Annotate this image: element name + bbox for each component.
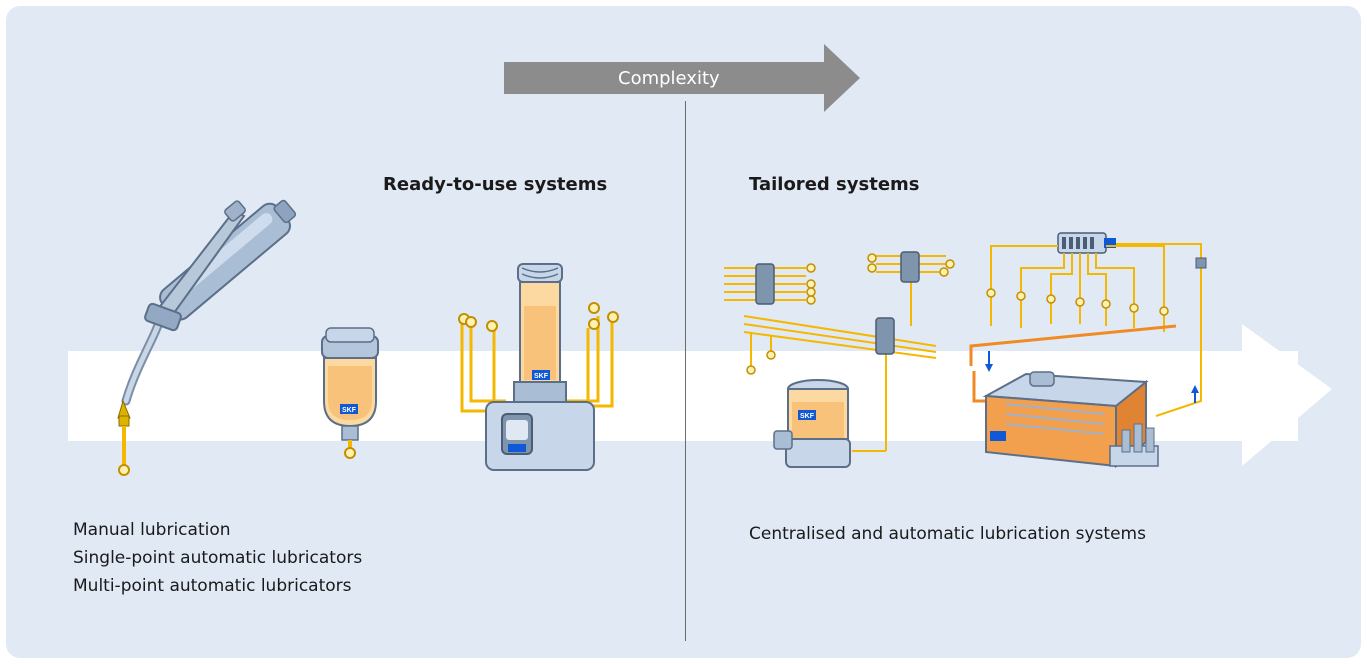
caption-manual-lubrication: Manual lubrication [73,520,231,540]
tailored-heading: Tailored systems [749,174,920,195]
complexity-arrow [504,44,860,112]
multi-point-lubricator-icon: SKF [458,263,619,471]
diagram-panel: Complexity Ready-to-use systems Tailored… [6,6,1361,658]
svg-text:SKF: SKF [534,373,549,380]
flow-arrow-head [1242,324,1332,466]
progressive-distributor-network-icon: SKF [724,251,955,468]
svg-text:SKF: SKF [342,407,357,414]
caption-single-point: Single-point automatic lubricators [73,548,363,568]
complexity-label: Complexity [618,68,720,89]
circulating-oil-system-icon [969,232,1207,469]
section-divider [685,101,686,641]
svg-text:SKF: SKF [800,413,815,420]
caption-centralised: Centralised and automatic lubrication sy… [749,524,1146,544]
ready-to-use-heading: Ready-to-use systems [383,174,608,195]
single-point-lubricator-icon: SKF [321,327,379,459]
grease-gun-icon [117,199,297,476]
caption-multi-point: Multi-point automatic lubricators [73,576,352,596]
